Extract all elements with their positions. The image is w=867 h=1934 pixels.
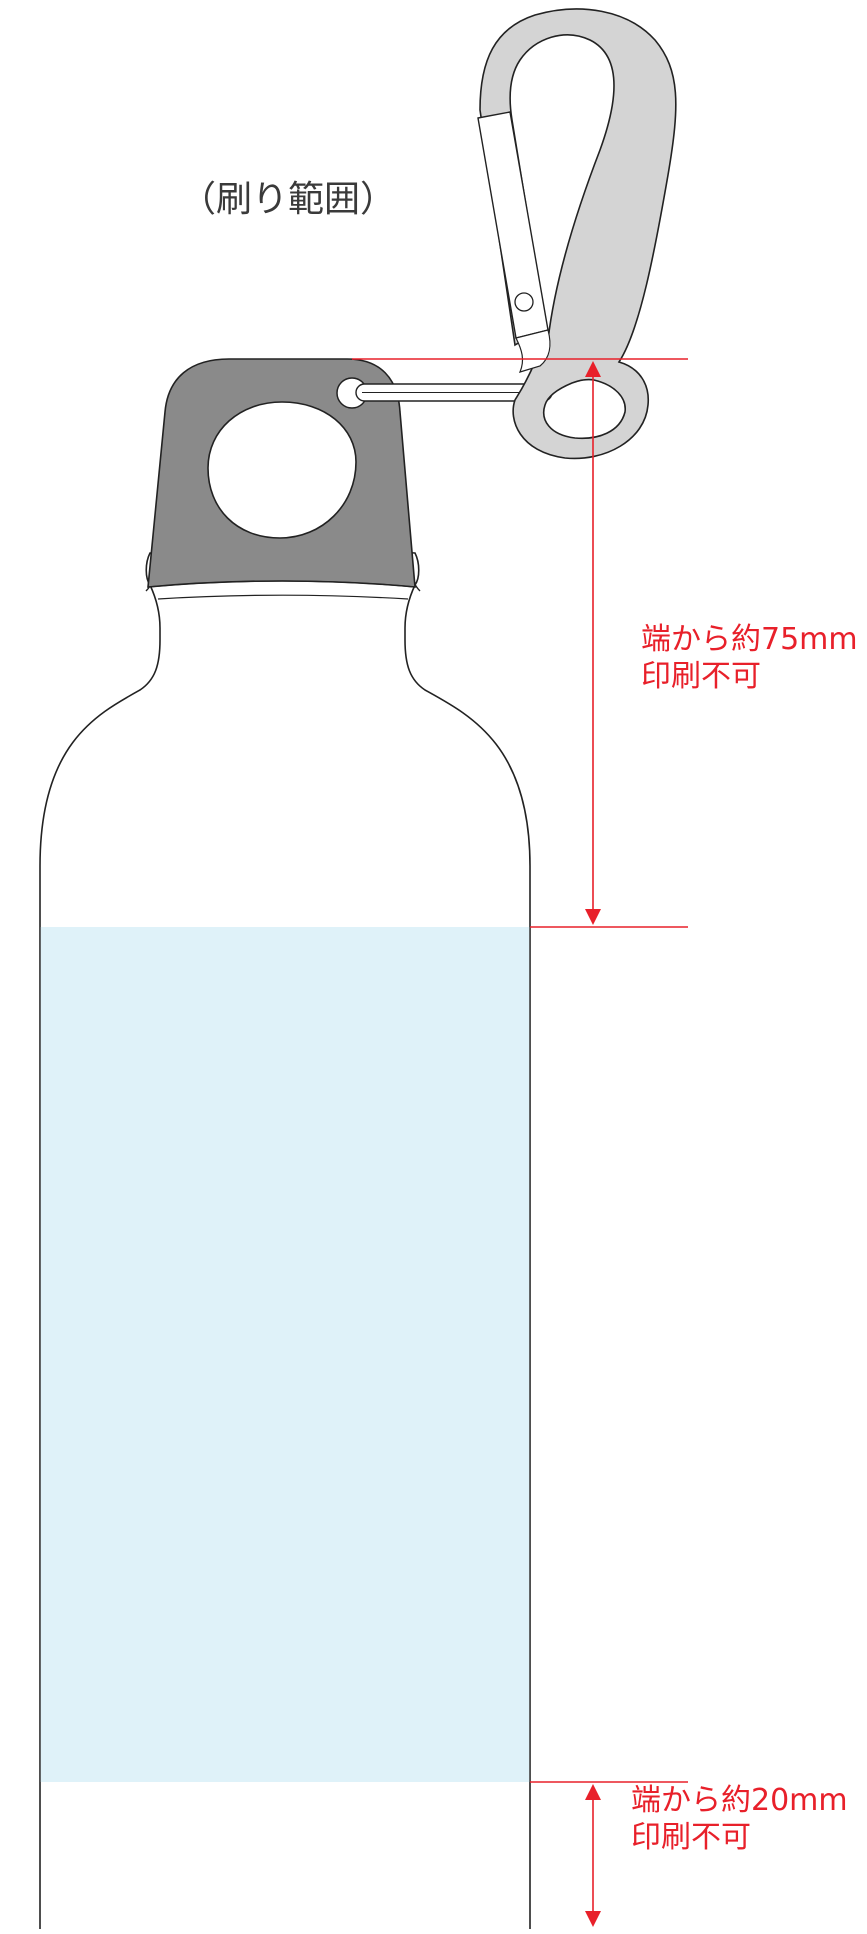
top-no-print-annotation: 端から約75mm 印刷不可 [641, 622, 858, 695]
printable-area [40, 927, 530, 1782]
cap-handle-hole [207, 401, 357, 539]
print-range-title: （刷り範囲） [180, 179, 397, 220]
bottom-annotation-note: 印刷不可 [631, 1819, 751, 1855]
neck-ring-inner [157, 594, 409, 600]
top-annotation-note: 印刷不可 [641, 658, 761, 694]
cap-base-band [147, 580, 416, 588]
carabiner-icon [477, 8, 677, 460]
bottom-no-print-annotation: 端から約20mm 印刷不可 [631, 1783, 848, 1856]
dimension-top [352, 358, 688, 928]
dimension-bottom [530, 1781, 688, 1927]
bottom-annotation-distance: 端から約20mm [631, 1783, 848, 1818]
top-annotation-distance: 端から約75mm [641, 622, 858, 657]
